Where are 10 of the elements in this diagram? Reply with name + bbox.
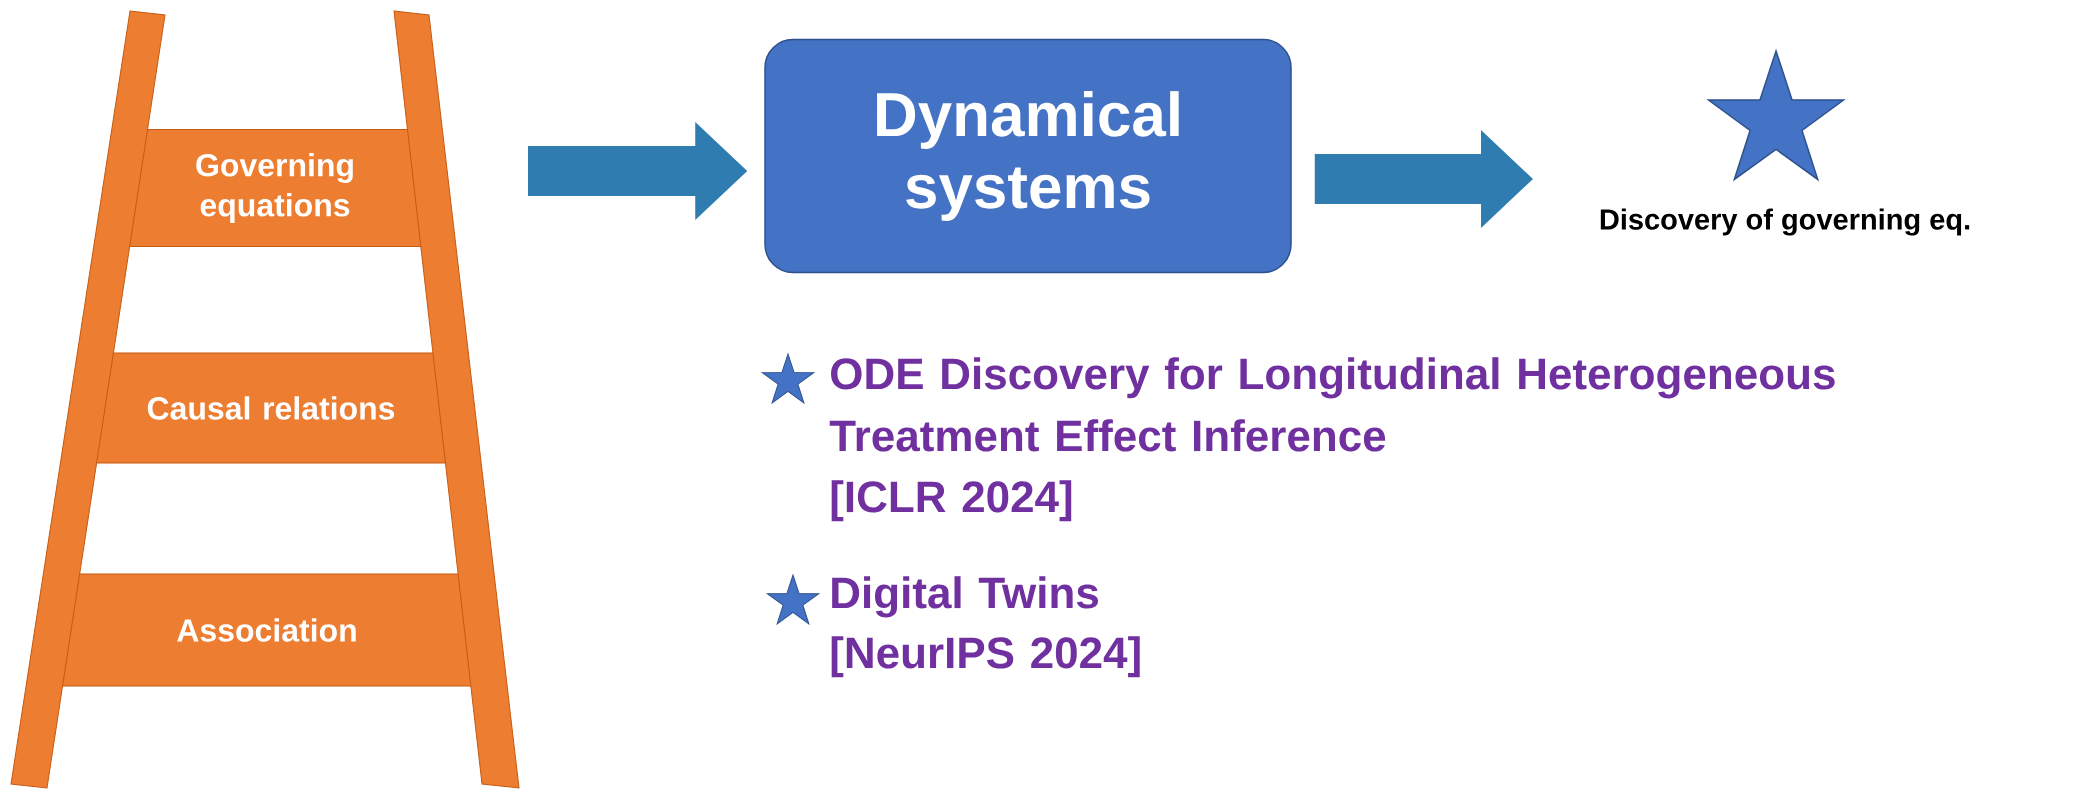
- arrow: [1314, 130, 1533, 228]
- paper-title: Digital Twins: [832, 576, 1098, 618]
- star-caption: Discovery of governing eq.: [1600, 208, 1970, 236]
- ladder-rung: Causal relations: [86, 352, 456, 464]
- venue-label: [ICLR 2024]: [831, 480, 1072, 522]
- venue-label: [NeurIPS 2024]: [831, 636, 1140, 678]
- ladder-rung: Association: [52, 573, 482, 687]
- process-box: Dynamical systems: [764, 38, 1292, 274]
- arrow: [528, 122, 748, 220]
- paper-title: ODE Discovery for Longitudinal Heterogeneous Treatment Effect Inference: [829, 357, 1835, 452]
